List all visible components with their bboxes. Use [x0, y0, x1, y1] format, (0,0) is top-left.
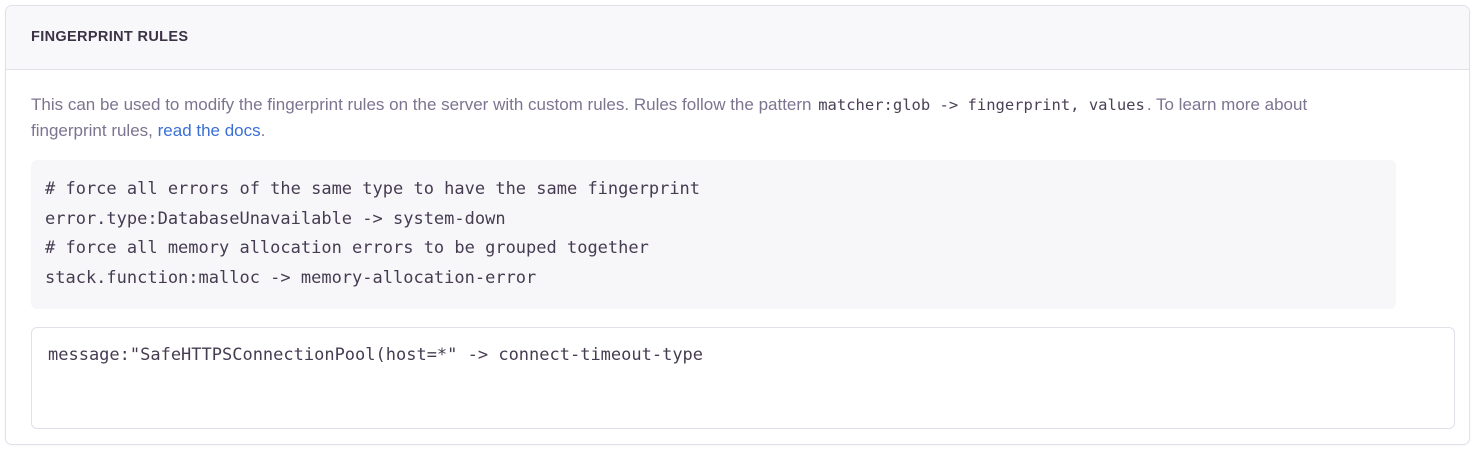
page-title: FINGERPRINT RULES — [31, 29, 189, 46]
card-header: FINGERPRINT RULES — [6, 6, 1469, 70]
inline-code-pattern: matcher:glob -> fingerprint, values — [818, 96, 1145, 114]
example-code-text: # force all errors of the same type to h… — [45, 179, 701, 288]
description-before-code: This can be used to modify the fingerpri… — [31, 95, 817, 114]
card-body: This can be used to modify the fingerpri… — [6, 70, 1469, 429]
description-text: This can be used to modify the fingerpri… — [31, 92, 1386, 144]
read-the-docs-link[interactable]: read the docs — [157, 121, 261, 140]
description-after-code: . To learn more about fingerprint rules, — [31, 95, 1308, 140]
fingerprint-rules-card: FINGERPRINT RULES This can be used to mo… — [5, 5, 1470, 445]
fingerprint-rules-input[interactable] — [31, 327, 1455, 429]
example-code-block: # force all errors of the same type to h… — [31, 160, 1396, 309]
description-after-link: . — [260, 121, 266, 140]
